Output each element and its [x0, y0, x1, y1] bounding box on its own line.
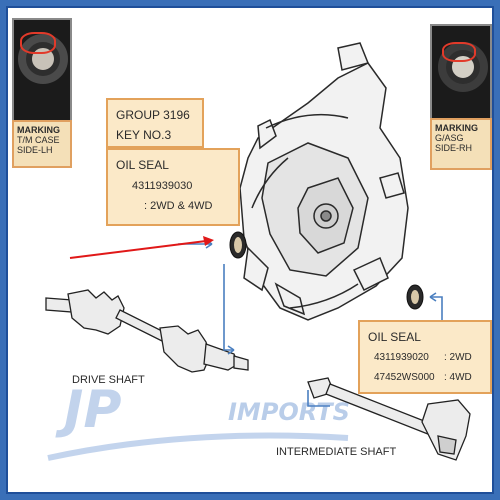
drive-shaft: [45, 289, 249, 373]
caption-line: SIDE-RH: [435, 143, 473, 153]
intermediate-shaft: [307, 377, 471, 461]
transmission-case: [239, 42, 409, 321]
watermark-swoosh: [47, 432, 349, 461]
oil-seal-lh: [229, 231, 247, 259]
caption-line: SIDE-LH: [17, 145, 53, 155]
watermark-text: IMPORTS: [228, 398, 350, 426]
seal-photo-rh: [430, 24, 492, 120]
group-number: GROUP 3196: [116, 108, 190, 122]
oil-seal-box-rh: OIL SEAL 4311939020 : 2WD 47452WS000 : 4…: [358, 320, 492, 394]
marking-caption-rh: MARKING G/ASG SIDE-RH: [430, 118, 492, 170]
oil-seal-part-number-2wd: 4311939020: [374, 352, 429, 363]
seal-photo-lh: [12, 18, 72, 122]
key-number: KEY NO.3: [116, 128, 172, 142]
marking-highlight: [442, 42, 476, 62]
marking-caption-lh: MARKING T/M CASE SIDE-LH: [12, 120, 72, 168]
oil-seal-usage-4wd: : 4WD: [444, 372, 472, 383]
oil-seal-part-number: 4311939030: [132, 180, 193, 192]
caption-line: G/ASG: [435, 133, 464, 143]
caption-title: MARKING: [435, 123, 478, 133]
group-box: GROUP 3196 KEY NO.3: [106, 98, 204, 148]
red-pointer-arrow: [69, 236, 214, 259]
drive-shaft-label: DRIVE SHAFT: [72, 374, 145, 386]
oil-seal-usage: : 2WD & 4WD: [144, 200, 213, 212]
oil-seal-box-lh: OIL SEAL 4311939030 : 2WD & 4WD: [106, 148, 240, 226]
oil-seal-part-number-4wd: 47452WS000: [374, 372, 435, 383]
watermark-logo: JP: [64, 380, 122, 440]
marking-highlight: [20, 32, 56, 54]
oil-seal-rh: [406, 284, 424, 310]
intermediate-shaft-label: INTERMEDIATE SHAFT: [276, 446, 397, 458]
oil-seal-title: OIL SEAL: [368, 330, 421, 344]
oil-seal-usage-2wd: : 2WD: [444, 352, 472, 363]
caption-line: T/M CASE: [17, 135, 60, 145]
diagram-frame: MARKING T/M CASE SIDE-LH MARKING G/ASG S…: [6, 6, 494, 494]
drivetrain-drawing: [45, 42, 471, 461]
caption-title: MARKING: [17, 125, 60, 135]
oil-seal-title: OIL SEAL: [116, 158, 169, 172]
